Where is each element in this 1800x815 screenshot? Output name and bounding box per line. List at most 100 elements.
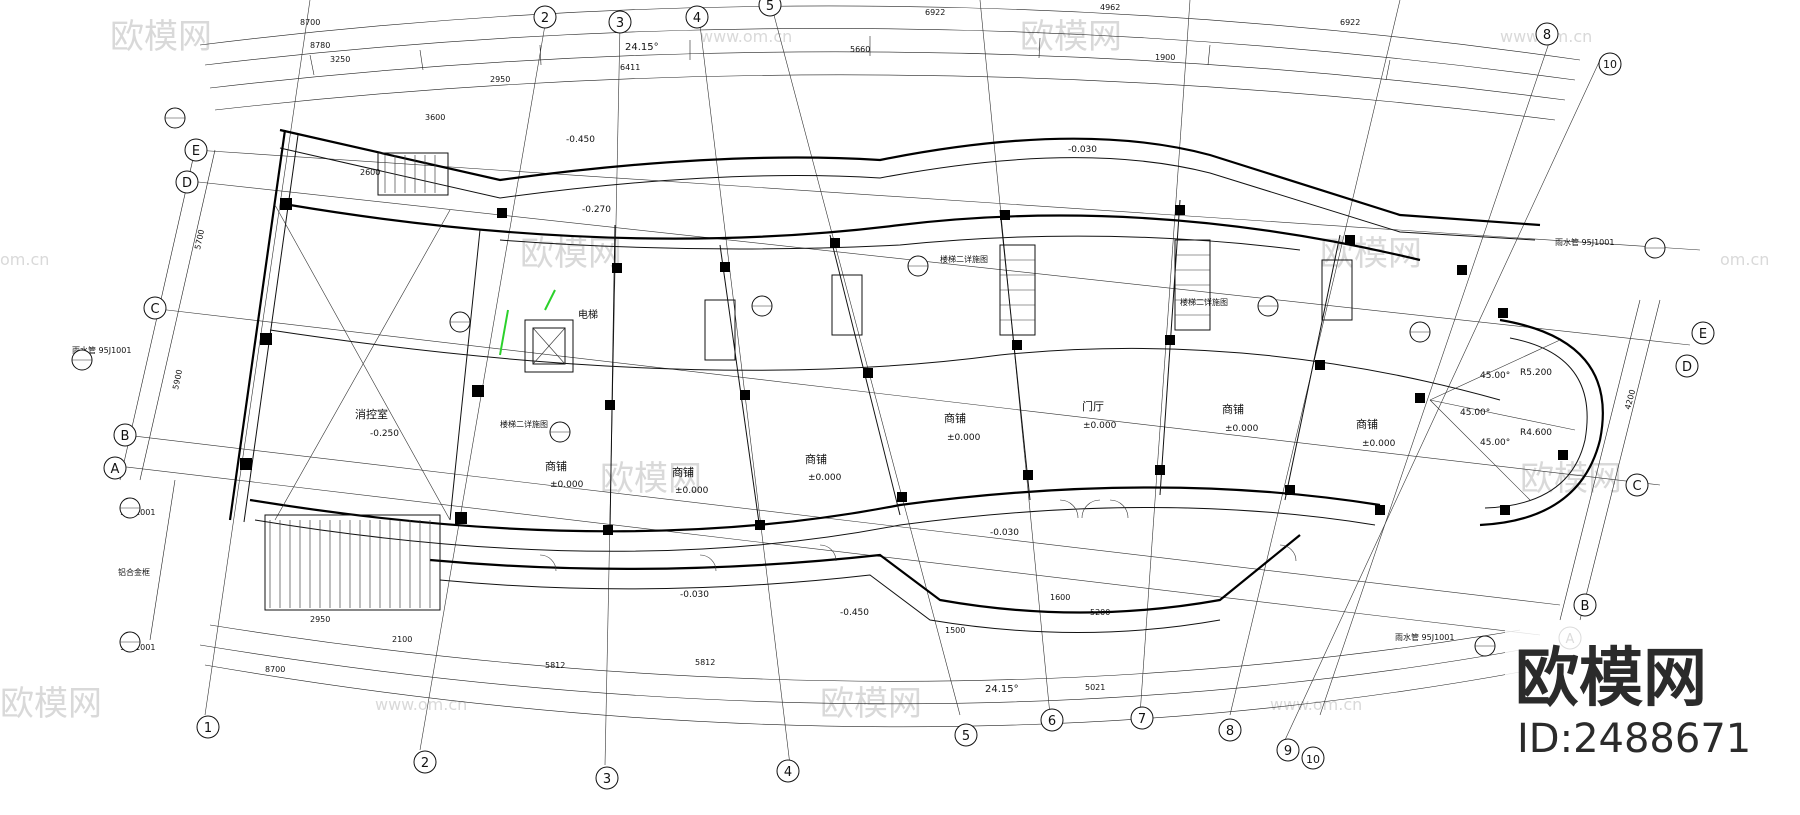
svg-text:3: 3	[616, 16, 624, 31]
svg-text:D: D	[182, 176, 192, 191]
room-label-shop: 商铺	[1222, 402, 1244, 416]
svg-text:雨水管 95J1001: 雨水管 95J1001	[1555, 237, 1614, 247]
svg-text:7: 7	[1138, 712, 1146, 727]
level-label: ±0.000	[808, 473, 842, 483]
axis-bubble-1: 1	[196, 715, 220, 739]
svg-text:2100: 2100	[392, 635, 412, 644]
axis-bubble-2: 2	[533, 5, 557, 29]
svg-text:雨水管 95J1001: 雨水管 95J1001	[72, 345, 131, 355]
svg-text:1900: 1900	[1155, 53, 1175, 62]
svg-text:楼梯二详施图: 楼梯二详施图	[1180, 297, 1228, 307]
svg-text:8780: 8780	[310, 41, 330, 50]
svg-text:6: 6	[1048, 714, 1056, 729]
room-label-control: 消控室	[355, 407, 388, 421]
axis-bubble-D: D	[1675, 354, 1699, 378]
axis-bubble-C: C	[143, 296, 167, 320]
svg-text:2950: 2950	[310, 615, 330, 624]
axis-bubble-E: E	[1691, 321, 1715, 345]
svg-text:4: 4	[693, 11, 701, 26]
axis-bubble-8: 8	[1218, 718, 1242, 742]
svg-text:6411: 6411	[620, 63, 640, 72]
watermark-site: www.om.cn	[375, 695, 467, 714]
door-swings	[539, 339, 1576, 572]
room-label-shop: 商铺	[944, 411, 966, 425]
svg-text:R5.200: R5.200	[1520, 368, 1552, 378]
level-label: ±0.000	[550, 480, 584, 490]
svg-text:C: C	[150, 302, 159, 317]
watermark-logo: 欧模网	[1020, 17, 1122, 57]
axis-bubble-7: 7	[1130, 706, 1154, 730]
level-label: -0.030	[990, 528, 1019, 538]
axis-bubble-A: A	[103, 456, 127, 480]
svg-text:楼梯二详施图: 楼梯二详施图	[500, 419, 548, 429]
svg-text:8700: 8700	[265, 665, 285, 674]
svg-text:C: C	[1632, 479, 1641, 494]
svg-text:2: 2	[421, 756, 429, 771]
badge-id: ID:2488671	[1517, 716, 1751, 762]
svg-text:4: 4	[784, 765, 792, 780]
room-label-shop: 商铺	[672, 465, 694, 479]
badge-title: 欧模网	[1515, 642, 1707, 716]
axis-bubble-4: 4	[776, 759, 800, 783]
level-label: -0.450	[840, 608, 869, 618]
level-label: -0.270	[582, 205, 611, 215]
axis-bubble-5: 5	[758, 0, 782, 17]
svg-text:2: 2	[541, 11, 549, 26]
svg-text:6922: 6922	[1340, 18, 1360, 27]
axis-bubble-B: B	[113, 423, 137, 447]
svg-text:10: 10	[1603, 58, 1617, 71]
axis-bubble-9: 9	[1276, 738, 1300, 762]
watermark-logo: 欧模网	[110, 17, 212, 57]
svg-text:B: B	[1581, 599, 1590, 614]
room-label-elevator: 电梯	[578, 308, 598, 321]
structural-columns	[240, 198, 1568, 535]
svg-text:6922: 6922	[925, 8, 945, 17]
watermark-site: om.cn	[0, 250, 49, 269]
svg-text:3250: 3250	[330, 55, 350, 64]
svg-text:1500: 1500	[945, 626, 965, 635]
svg-text:45.00°: 45.00°	[1480, 371, 1510, 381]
svg-text:24.15°: 24.15°	[625, 42, 659, 53]
axis-bubble-E: E	[184, 138, 208, 162]
svg-text:9: 9	[1284, 744, 1292, 759]
level-label: ±0.000	[1083, 421, 1117, 431]
room-labels: 消控室 -0.250 商铺 ±0.000 商铺 ±0.000 商铺 ±0.000…	[355, 135, 1396, 618]
svg-text:45.00°: 45.00°	[1480, 438, 1510, 448]
svg-text:8: 8	[1226, 724, 1234, 739]
axis-bubble-8: 8	[1535, 22, 1559, 46]
level-label: ±0.000	[1362, 439, 1396, 449]
svg-text:5021: 5021	[1085, 683, 1105, 692]
detail-marker	[71, 107, 1666, 657]
level-label: -0.250	[370, 429, 399, 439]
svg-text:2600: 2600	[360, 168, 380, 177]
watermark-logo: 欧模网	[1320, 234, 1422, 274]
svg-text:1: 1	[204, 721, 212, 736]
room-label-lobby: 门厅	[1082, 399, 1104, 413]
level-label: -0.030	[1068, 145, 1097, 155]
axis-bubbles: 1 2 2 3 3 4 4 5	[103, 0, 1715, 790]
axis-bubble-B: B	[1573, 593, 1597, 617]
level-label: -0.450	[566, 135, 595, 145]
svg-text:E: E	[1699, 327, 1707, 342]
axis-bubble-2: 2	[413, 750, 437, 774]
svg-text:5: 5	[766, 0, 774, 14]
axis-bubble-3: 3	[595, 766, 619, 790]
level-label: ±0.000	[675, 486, 709, 496]
svg-text:4962: 4962	[1100, 3, 1120, 12]
building-walls	[228, 128, 1604, 633]
axis-bubble-D: D	[175, 170, 199, 194]
axis-bubble-10: 10	[1598, 52, 1622, 76]
svg-text:E: E	[192, 144, 200, 159]
svg-text:R4.600: R4.600	[1520, 428, 1552, 438]
svg-text:1600: 1600	[1050, 593, 1070, 602]
svg-text:铝合金框: 铝合金框	[118, 567, 150, 577]
room-label-shop: 商铺	[1356, 417, 1378, 431]
svg-text:8700: 8700	[300, 18, 320, 27]
brand-badge: 欧模网 ID:2488671	[1505, 625, 1800, 775]
level-label: -0.030	[680, 590, 709, 600]
watermark-site: www.om.cn	[1270, 695, 1362, 714]
svg-text:10: 10	[1306, 753, 1320, 766]
axis-bubble-5: 5	[954, 723, 978, 747]
watermark-logo: 欧模网	[520, 234, 622, 274]
